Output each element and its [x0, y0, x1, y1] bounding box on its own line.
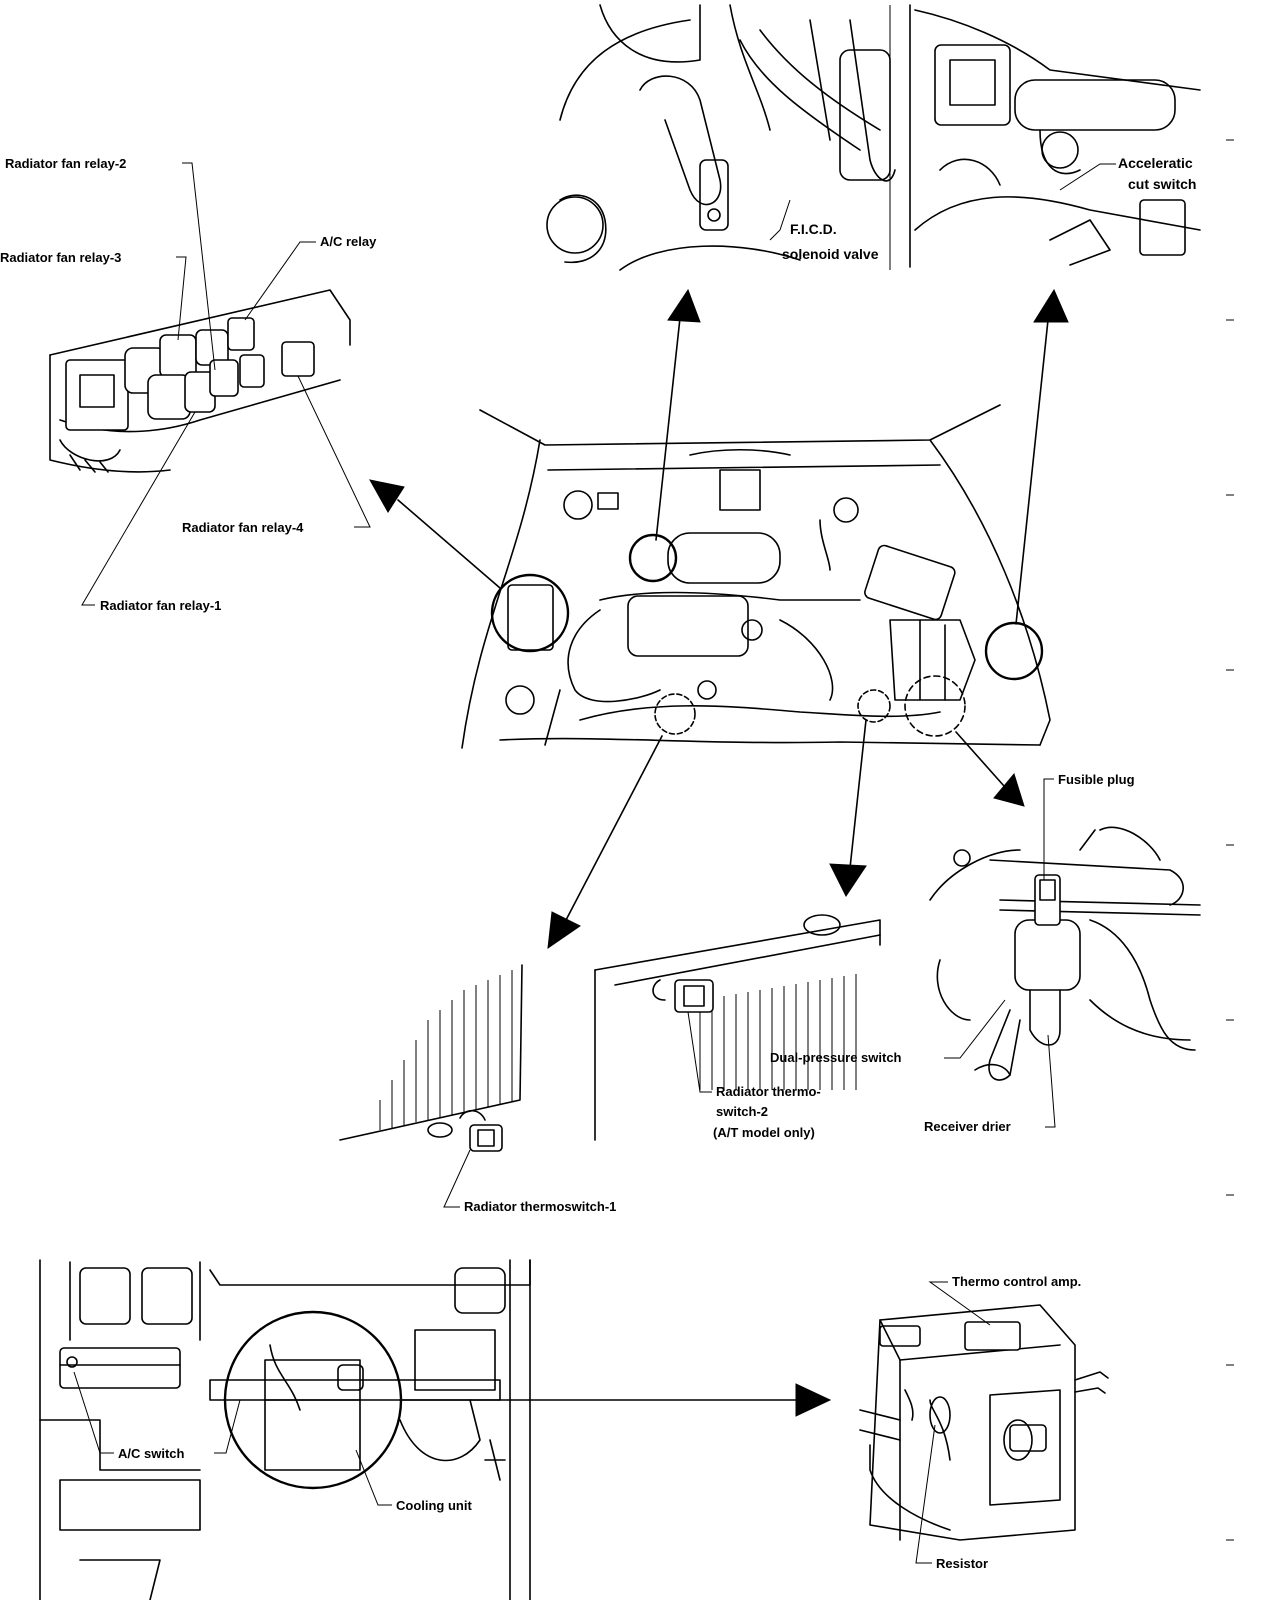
accel-label-line1: Acceleratic — [1118, 155, 1193, 171]
label-thermoswitch-2-line2: switch-2 — [716, 1104, 768, 1119]
ficd-inset — [546, 4, 898, 271]
arrow-head-cooling — [795, 1383, 832, 1417]
ficd-label-line1: F.I.C.D. — [790, 221, 837, 237]
arrow-head-relay — [369, 479, 405, 513]
label-radiator-fan-relay-2: Radiator fan relay-2 — [5, 156, 126, 171]
arrow-head-thermo1 — [547, 911, 581, 950]
arrow-head-ficd — [667, 288, 701, 323]
label-ac-relay: A/C relay — [320, 234, 377, 249]
relay-box-illustration — [49, 289, 351, 473]
label-radiator-fan-relay-4: Radiator fan relay-4 — [182, 520, 304, 535]
ficd-label-line2: solenoid valve — [782, 246, 879, 262]
label-resistor: Resistor — [936, 1556, 988, 1571]
label-radiator-thermoswitch-1: Radiator thermoswitch-1 — [464, 1199, 616, 1214]
margin-dashes — [1226, 139, 1234, 1541]
label-dual-pressure-switch: Dual-pressure switch — [770, 1050, 902, 1065]
dashboard-cooling-unit-illustration — [39, 1259, 531, 1600]
receiver-drier-illustration — [929, 826, 1201, 1081]
label-thermo-control-amp: Thermo control amp. — [952, 1274, 1081, 1289]
radiator-thermoswitch-2-illustration — [594, 914, 881, 1141]
cooling-unit-detail-illustration — [859, 1304, 1109, 1541]
arrow-head-accel — [1033, 288, 1069, 323]
label-radiator-fan-relay-3: Radiator fan relay-3 — [0, 250, 121, 265]
label-thermoswitch-2-line3: (A/T model only) — [713, 1125, 815, 1140]
label-receiver-drier: Receiver drier — [924, 1119, 1011, 1134]
accel-label-line2: cut switch — [1128, 176, 1196, 192]
accel-cut-inset — [909, 4, 1201, 268]
pointer-arrows — [369, 288, 1069, 1417]
radiator-thermoswitch-1-illustration — [339, 964, 523, 1152]
label-ac-switch: A/C switch — [118, 1446, 185, 1461]
arrow-head-receiver — [993, 772, 1025, 807]
label-radiator-fan-relay-1: Radiator fan relay-1 — [100, 598, 221, 613]
label-cooling-unit: Cooling unit — [396, 1498, 472, 1513]
engine-bay-illustration — [461, 404, 1051, 749]
label-thermoswitch-2-line1: Radiator thermo- — [716, 1084, 821, 1099]
label-fusible-plug: Fusible plug — [1058, 772, 1135, 787]
arrow-head-thermo2 — [829, 863, 867, 897]
